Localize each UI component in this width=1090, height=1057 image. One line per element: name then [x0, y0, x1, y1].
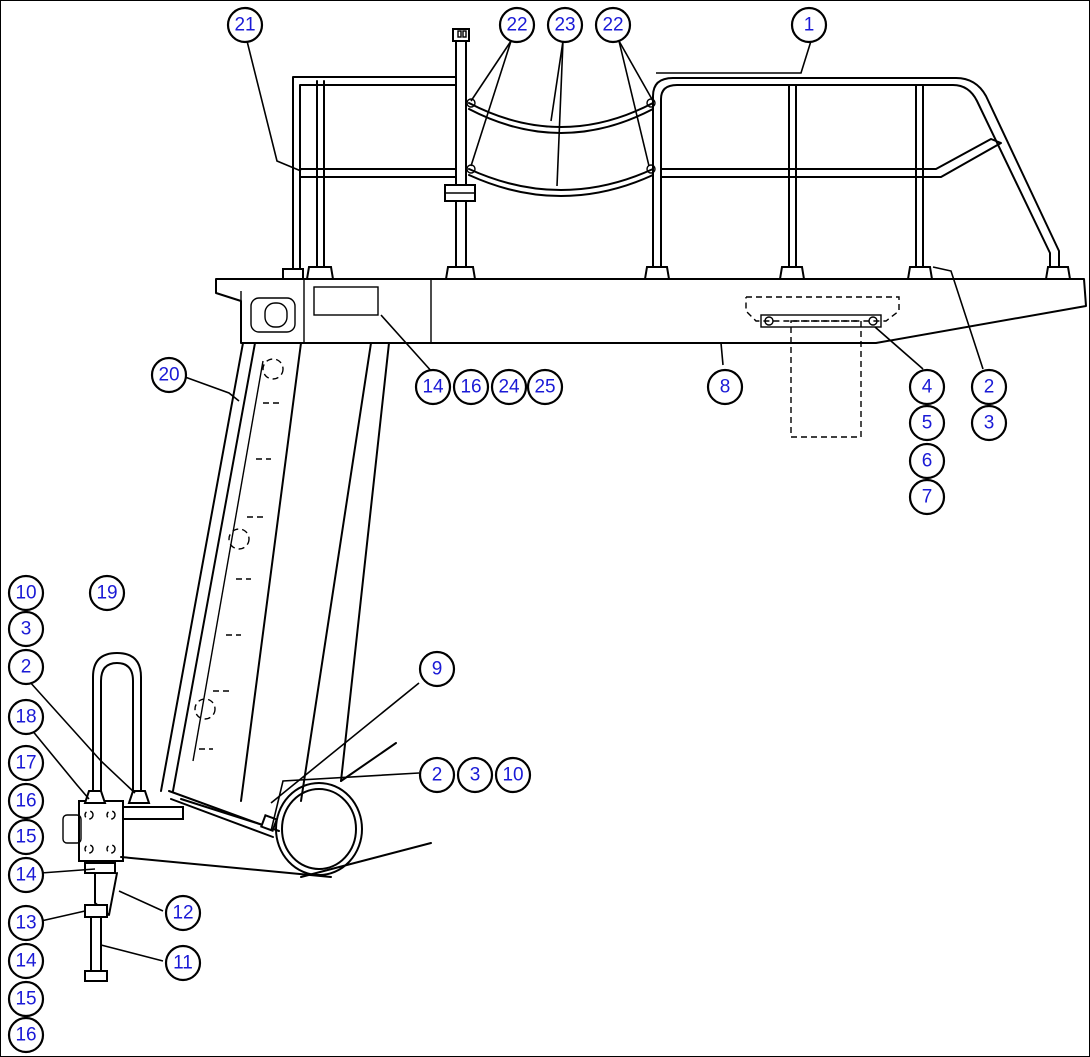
callout-16-left: 16	[7, 782, 45, 820]
callout-2-right: 2	[970, 368, 1008, 406]
callout-1: 1	[790, 6, 828, 44]
callout-21: 21	[226, 6, 264, 44]
ladder	[160, 342, 397, 838]
svg-text:11: 11	[173, 953, 193, 974]
svg-text:14: 14	[15, 951, 37, 972]
svg-text:1: 1	[804, 15, 815, 36]
svg-text:4: 4	[922, 377, 933, 398]
lower-bracket	[62, 652, 332, 982]
right-handrail	[643, 77, 1072, 280]
callout-18: 18	[7, 698, 45, 736]
callout-25: 25	[526, 368, 564, 406]
svg-text:2: 2	[984, 377, 995, 398]
callout-11: 11	[164, 944, 202, 982]
svg-text:6: 6	[922, 451, 933, 472]
svg-text:22: 22	[602, 15, 623, 36]
callout-15-bottom: 15	[7, 980, 45, 1018]
svg-text:20: 20	[158, 365, 179, 386]
callout-8: 8	[706, 368, 744, 406]
callout-10-mid: 10	[494, 756, 532, 794]
svg-text:9: 9	[432, 659, 443, 680]
safety-chains	[466, 98, 656, 197]
svg-text:13: 13	[15, 913, 36, 934]
svg-text:25: 25	[534, 377, 555, 398]
callout-19: 19	[88, 574, 126, 612]
left-handrail	[282, 76, 457, 280]
callout-14-bottom: 14	[7, 942, 45, 980]
callout-13: 13	[7, 904, 45, 942]
svg-text:2: 2	[432, 765, 443, 786]
callout-3-right: 3	[970, 404, 1008, 442]
svg-text:18: 18	[15, 707, 36, 728]
callout-16-bottom: 16	[7, 1016, 45, 1054]
svg-text:14: 14	[422, 377, 444, 398]
svg-text:16: 16	[460, 377, 481, 398]
callout-12: 12	[164, 894, 202, 932]
decal-plate	[313, 286, 379, 316]
svg-text:14: 14	[15, 865, 37, 886]
callout-15-left: 15	[7, 818, 45, 856]
mount-bracket	[745, 296, 900, 438]
svg-text:16: 16	[15, 791, 36, 812]
callout-2-left: 2	[7, 648, 45, 686]
callout-22-left: 22	[498, 6, 536, 44]
svg-text:3: 3	[470, 765, 481, 786]
svg-text:7: 7	[922, 487, 933, 508]
callout-23: 23	[546, 6, 584, 44]
callout-17: 17	[7, 744, 45, 782]
svg-text:10: 10	[15, 583, 36, 604]
svg-text:15: 15	[15, 827, 36, 848]
callout-6: 6	[908, 442, 946, 480]
callout-3-left: 3	[7, 610, 45, 648]
svg-text:24: 24	[498, 377, 520, 398]
callout-24: 24	[490, 368, 528, 406]
svg-text:21: 21	[234, 15, 255, 36]
svg-text:15: 15	[15, 989, 36, 1010]
callout-22-right: 22	[594, 6, 632, 44]
callout-3-mid: 3	[456, 756, 494, 794]
callout-20: 20	[150, 356, 188, 394]
callout-9: 9	[418, 650, 456, 688]
svg-text:23: 23	[554, 15, 575, 36]
callout-14-top: 14	[414, 368, 452, 406]
svg-text:17: 17	[15, 753, 36, 774]
svg-text:5: 5	[922, 413, 933, 434]
svg-text:3: 3	[21, 619, 32, 640]
svg-text:3: 3	[984, 413, 995, 434]
callout-14-left: 14	[7, 856, 45, 894]
svg-text:22: 22	[506, 15, 527, 36]
gate-post	[444, 28, 477, 280]
callout-2-mid: 2	[418, 756, 456, 794]
callout-4: 4	[908, 368, 946, 406]
leader-lines	[28, 40, 984, 962]
svg-text:16: 16	[15, 1025, 36, 1046]
callout-10-left: 10	[7, 574, 45, 612]
roller	[260, 782, 432, 878]
svg-text:2: 2	[21, 657, 32, 678]
callout-16-top: 16	[452, 368, 490, 406]
callout-5: 5	[908, 404, 946, 442]
svg-text:12: 12	[172, 903, 193, 924]
callout-7: 7	[908, 478, 946, 516]
platform-deck	[215, 278, 1087, 344]
svg-text:19: 19	[96, 583, 117, 604]
svg-text:10: 10	[502, 765, 523, 786]
svg-text:8: 8	[720, 377, 731, 398]
